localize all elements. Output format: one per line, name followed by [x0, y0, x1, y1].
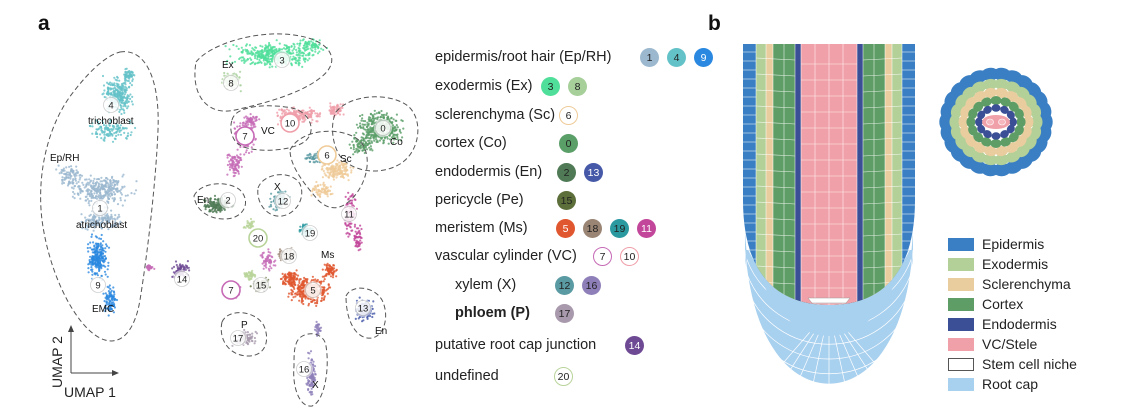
label-en-left: En [197, 195, 209, 206]
cluster-marker-12: 12 [274, 192, 292, 210]
label-atrichoblast: atrichoblast [76, 220, 127, 231]
label-trichoblast: trichoblast [88, 116, 134, 127]
cluster-marker-14: 14 [173, 270, 191, 288]
cluster-marker-7: 7 [221, 280, 241, 300]
cluster-marker-1: 1 [91, 199, 109, 217]
cluster-marker-16: 16 [295, 360, 313, 378]
outline-en-left [193, 183, 247, 220]
umap1-axis-label: UMAP 1 [64, 384, 116, 400]
umap2-axis-label: UMAP 2 [49, 336, 65, 388]
cluster-marker-9: 9 [89, 276, 107, 294]
stem-cell-niche [807, 297, 851, 304]
cluster-marker-15: 15 [252, 276, 270, 294]
label-ep-rh: Ep/RH [50, 153, 79, 164]
outline-ep-rh [40, 51, 159, 342]
cluster-marker-7: 7 [235, 126, 255, 146]
cluster-outlines [40, 33, 419, 407]
cluster-marker-17: 17 [229, 329, 247, 347]
label-co: Co [390, 137, 403, 148]
outline-sc [289, 130, 368, 209]
cluster-marker-3: 3 [273, 51, 291, 69]
outline-vc [230, 105, 312, 151]
umap-axes: UMAP 1 UMAP 2 [49, 325, 119, 400]
cluster-marker-10: 10 [280, 113, 300, 133]
label-emc: EMC [92, 304, 114, 315]
cluster-marker-11: 11 [340, 205, 358, 223]
outline-x-bottom [293, 333, 328, 407]
cluster-marker-8: 8 [222, 74, 240, 92]
label-ex: Ex [222, 60, 234, 71]
outline-ex [194, 33, 333, 112]
panel-b-label: b [708, 12, 721, 35]
panel-a-label: a [38, 12, 50, 35]
outline-p [220, 312, 268, 357]
label-sc: Sc [340, 154, 352, 165]
cluster-marker-4: 4 [102, 96, 120, 114]
label-ms: Ms [321, 250, 334, 261]
label-en-right: En [375, 326, 387, 337]
label-p: P [241, 320, 248, 331]
root-longitudinal-diagram [743, 44, 915, 385]
outline-co [332, 96, 419, 172]
cluster-marker-5: 5 [304, 281, 322, 299]
cluster-marker-13: 13 [354, 299, 372, 317]
cluster-marker-0: 0 [374, 119, 392, 137]
cluster-marker-2: 2 [219, 191, 237, 209]
umap-region-labels: Ex trichoblast Ep/RH VC Sc Co X En atric… [50, 60, 403, 391]
outline-x-top [257, 174, 303, 217]
cluster-marker-18: 18 [280, 247, 298, 265]
cluster-marker-6: 6 [317, 145, 337, 165]
cluster-marker-20: 20 [248, 228, 268, 248]
label-x-bottom: X [312, 380, 319, 391]
root-cross-section [939, 67, 1053, 177]
cluster-marker-19: 19 [301, 224, 319, 242]
label-x-top: X [274, 182, 281, 193]
label-vc: VC [261, 126, 275, 137]
outline-en-right [345, 287, 387, 339]
